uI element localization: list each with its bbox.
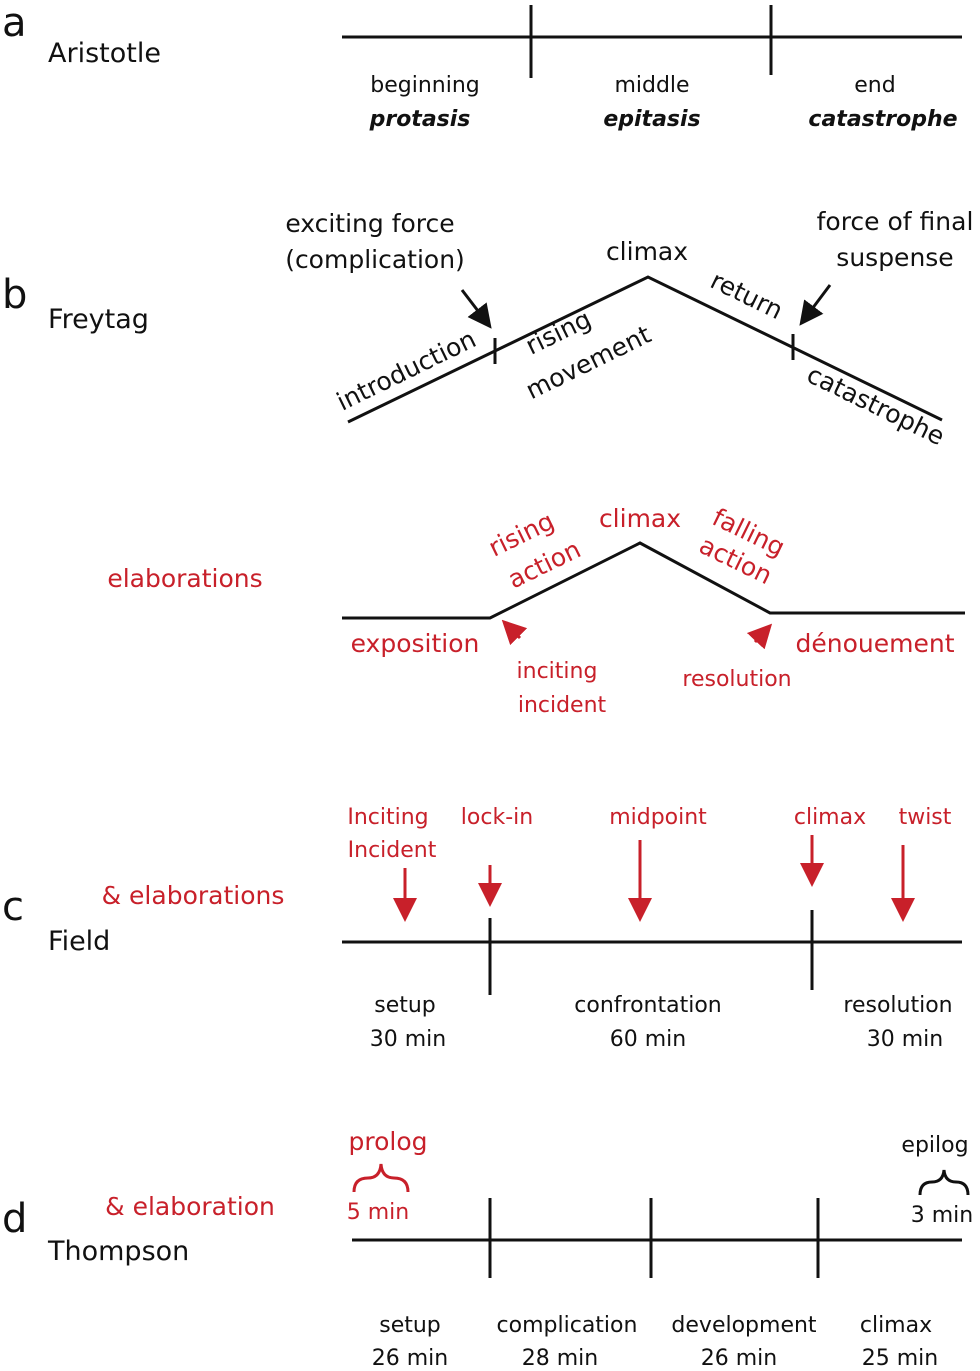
prolog-time: 5 min xyxy=(347,1200,409,1225)
event-label: Inciting xyxy=(347,805,428,830)
part-time: 30 min xyxy=(867,1027,943,1052)
part-time: 26 min xyxy=(372,1346,448,1371)
exciting-force-label: (complication) xyxy=(285,245,465,274)
final-suspense-label: force of final xyxy=(817,207,974,236)
panel-thompson: d & elaboration Thompson prolog 5 min ep… xyxy=(2,1127,973,1371)
timeline xyxy=(342,910,962,995)
part-label: middle xyxy=(614,73,689,98)
climax-label: climax xyxy=(599,504,681,533)
model-name: Aristotle xyxy=(48,38,161,69)
event-label: twist xyxy=(899,805,952,830)
inciting-incident-label: inciting xyxy=(517,659,598,684)
event-label: lock-in xyxy=(461,805,533,830)
inciting-incident-label: incident xyxy=(518,693,607,718)
panel-freytag: b Freytag exciting force (complication) … xyxy=(2,207,973,718)
event-label: midpoint xyxy=(609,805,707,830)
return-label: return xyxy=(706,266,787,326)
part-time: 28 min xyxy=(522,1346,598,1371)
elaboration-line xyxy=(342,541,965,620)
panel-field: c & elaborations Field Inciting Incident… xyxy=(2,805,962,1052)
part-label: setup xyxy=(379,1313,441,1338)
arrow-icon xyxy=(746,623,773,650)
epilog-time: 3 min xyxy=(911,1203,973,1228)
arrow-icon xyxy=(460,289,492,329)
model-name: Freytag xyxy=(48,304,149,335)
part-time: 26 min xyxy=(701,1346,777,1371)
part-label: development xyxy=(671,1313,817,1338)
panel-letter: a xyxy=(2,0,27,46)
part-term: epitasis xyxy=(603,107,700,132)
part-label: beginning xyxy=(370,73,479,98)
part-label: setup xyxy=(374,993,436,1018)
part-time: 60 min xyxy=(610,1027,686,1052)
pyramid-line xyxy=(347,275,943,424)
arrow-icon xyxy=(799,284,832,326)
exposition-label: exposition xyxy=(351,629,480,658)
denouement-label: dénouement xyxy=(796,629,955,658)
part-time: 25 min xyxy=(862,1346,938,1371)
event-label: climax xyxy=(794,805,866,830)
brace-icon xyxy=(918,1169,970,1196)
exciting-force-label: exciting force xyxy=(285,209,454,238)
part-label: complication xyxy=(497,1313,638,1338)
panel-aristotle: a Aristotle beginning protasis middle ep… xyxy=(2,0,962,132)
part-label: confrontation xyxy=(574,993,721,1018)
panel-letter: c xyxy=(2,884,24,930)
timeline xyxy=(352,1198,962,1278)
part-term: catastrophe xyxy=(808,107,957,132)
elaboration-label: & elaboration xyxy=(105,1192,275,1221)
timeline xyxy=(342,5,962,78)
part-label: climax xyxy=(860,1313,932,1338)
model-name: Field xyxy=(48,926,110,957)
brace-icon xyxy=(352,1163,410,1193)
part-label: resolution xyxy=(843,993,952,1018)
catastrophe-label: catastrophe xyxy=(802,360,949,451)
part-time: 30 min xyxy=(370,1027,446,1052)
climax-label: climax xyxy=(606,237,688,266)
final-suspense-label: suspense xyxy=(836,243,953,272)
elaborations-label: elaborations xyxy=(107,564,262,593)
arrow-icon xyxy=(501,619,528,646)
panel-letter: d xyxy=(2,1196,27,1242)
prolog-label: prolog xyxy=(348,1127,427,1156)
event-arrows xyxy=(393,835,915,922)
model-name: Thompson xyxy=(47,1236,189,1267)
panel-letter: b xyxy=(2,272,27,318)
tick-marks xyxy=(493,334,795,364)
elaborations-label: & elaborations xyxy=(102,881,285,910)
resolution-label: resolution xyxy=(682,667,791,692)
event-label: Incident xyxy=(348,838,437,863)
part-label: end xyxy=(854,73,895,98)
part-term: protasis xyxy=(369,107,471,132)
epilog-label: epilog xyxy=(901,1133,968,1158)
